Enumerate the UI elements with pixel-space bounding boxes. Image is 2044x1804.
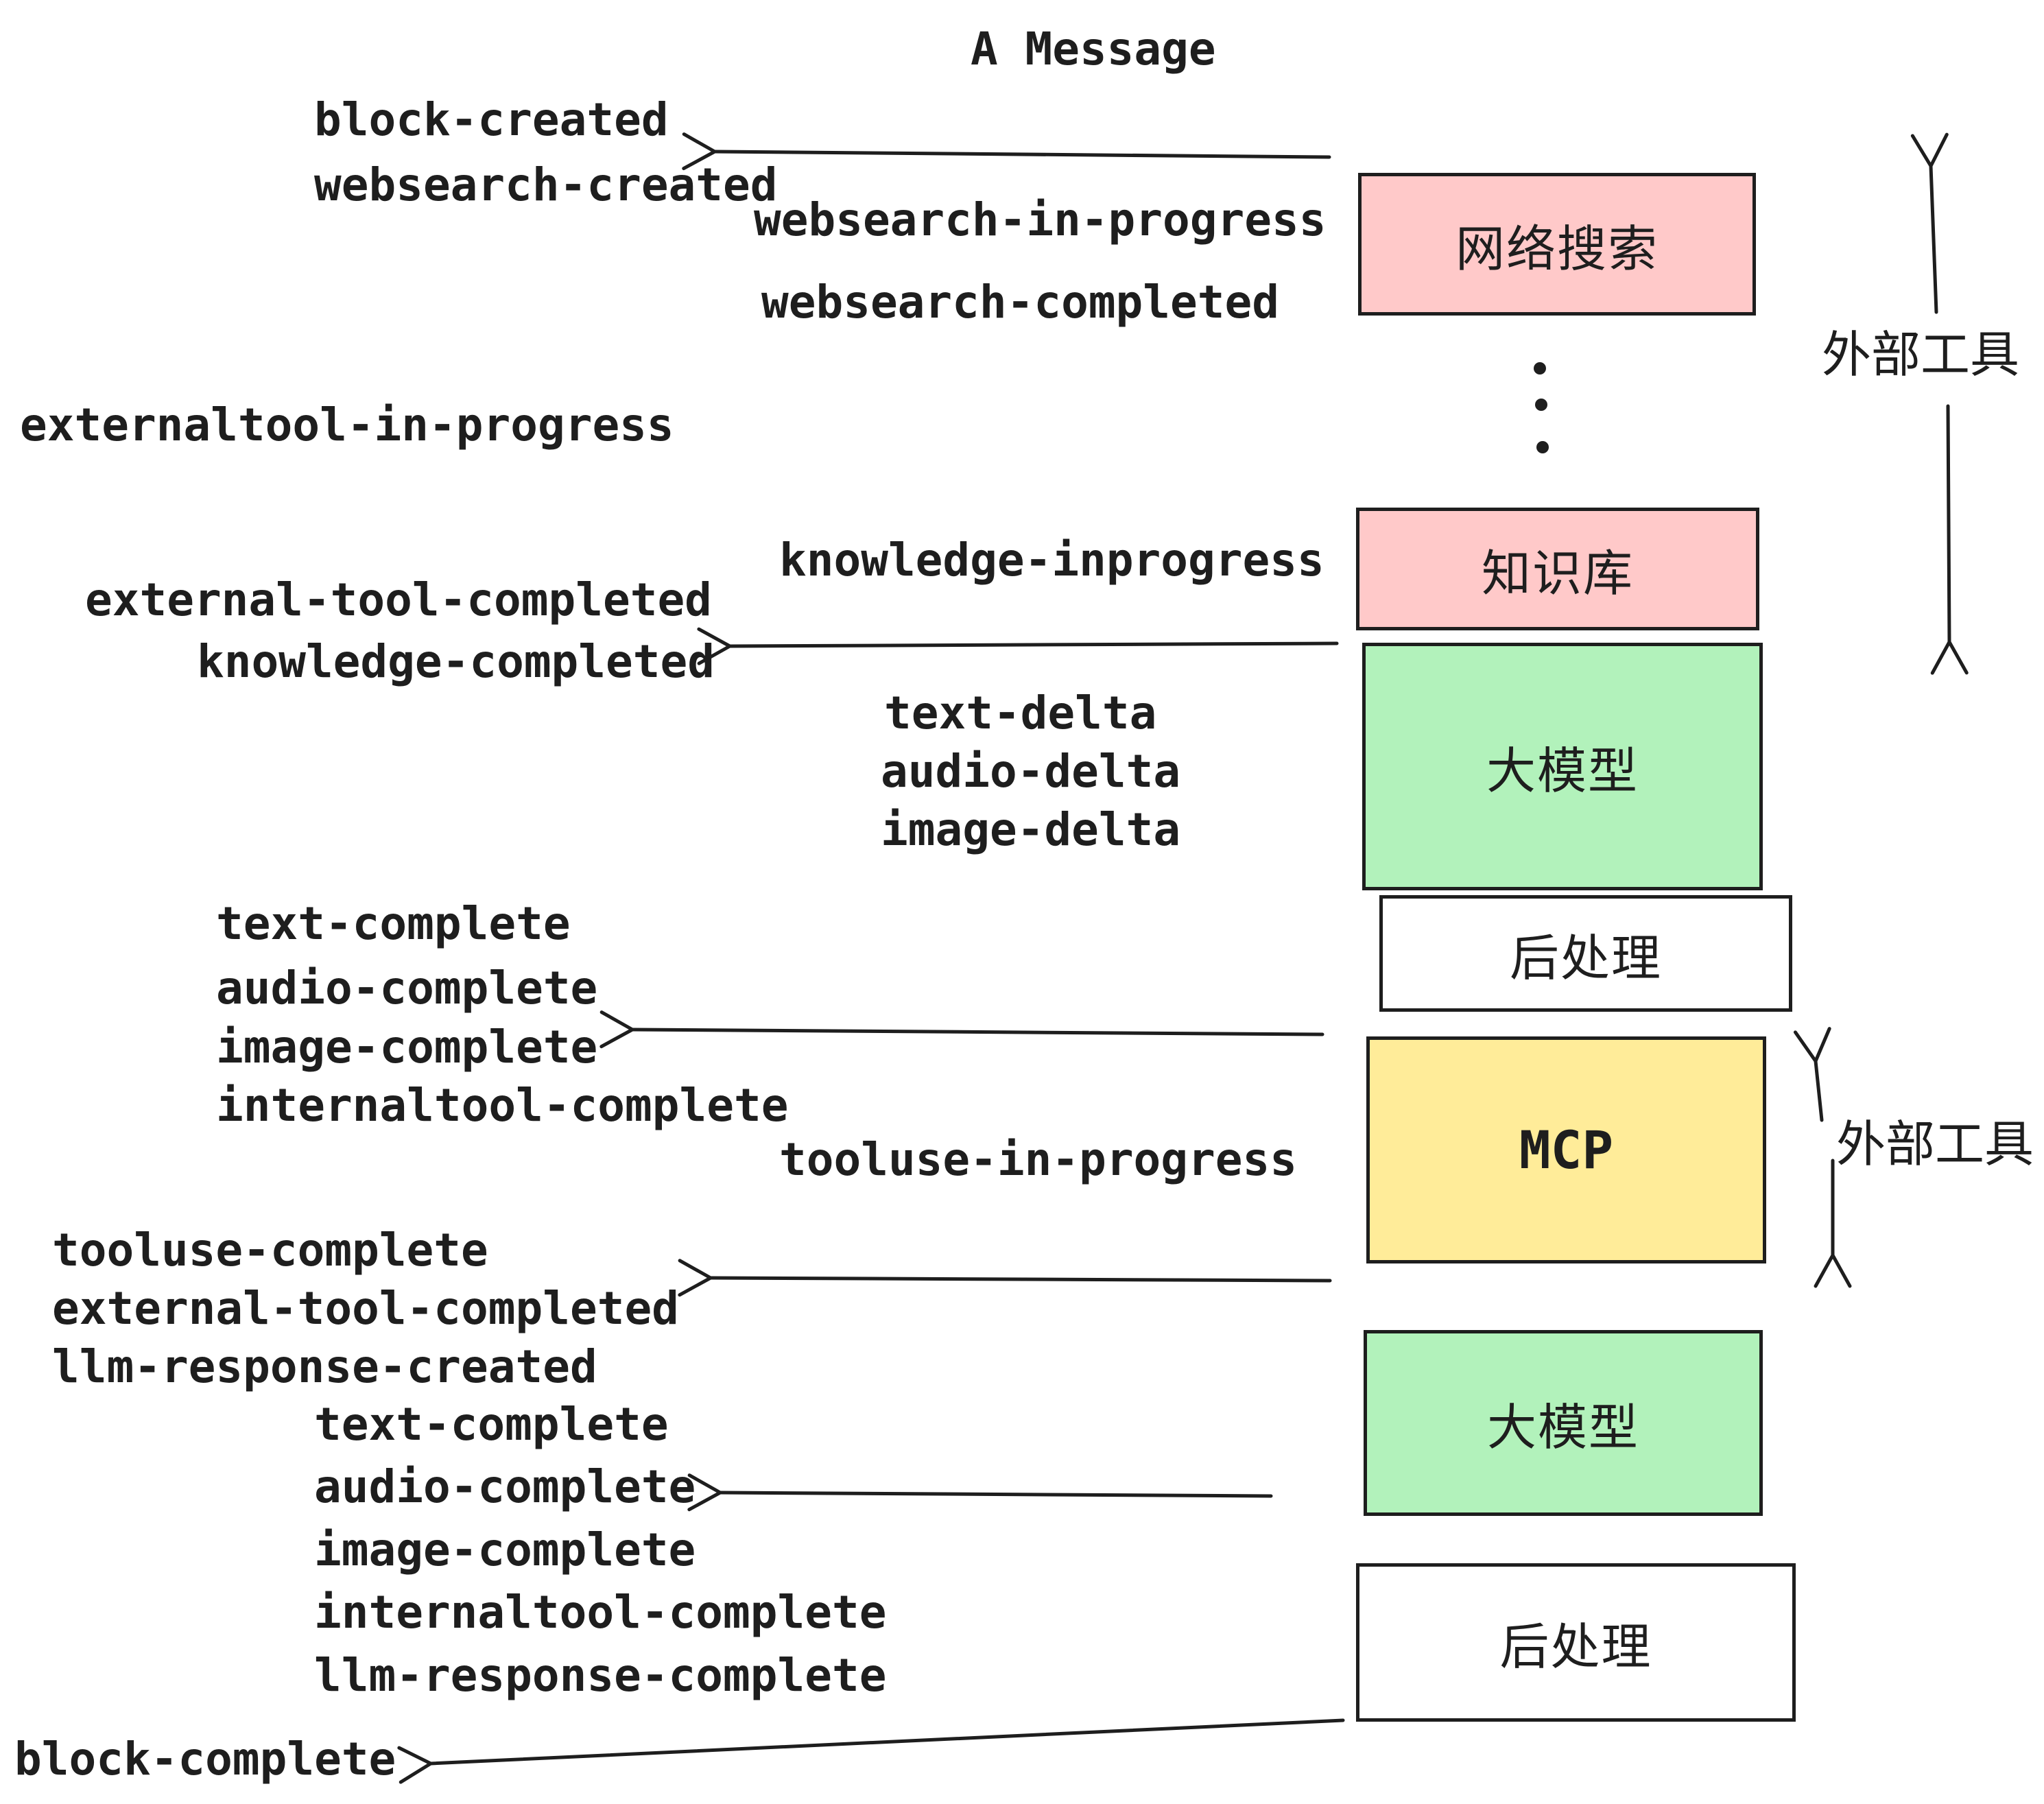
range-arrow-up-2 [1793, 1027, 1831, 1122]
box-websearch: 网络搜索 [1358, 173, 1756, 316]
event-llm-response-created: llm-response-created [52, 1340, 597, 1393]
event-websearch-created: websearch-created [314, 158, 778, 211]
ellipsis-dots-icon [1534, 362, 1549, 453]
event-websearch-in-progress: websearch-in-progress [754, 193, 1327, 246]
event-audio-complete-2: audio-complete [314, 1460, 696, 1513]
arrow-tooluse-complete [678, 1259, 1332, 1297]
event-knowledge-inprogress: knowledge-inprogress [779, 534, 1324, 586]
event-tooluse-complete: tooluse-complete [52, 1224, 488, 1277]
event-audio-delta-1: audio-delta [881, 745, 1181, 798]
event-internaltool-complete-2: internaltool-complete [314, 1586, 887, 1639]
event-image-delta-1: image-delta [881, 803, 1181, 856]
event-tooluse-in-progress: tooluse-in-progress [779, 1133, 1297, 1186]
box-llm-2-label: 大模型 [1486, 1399, 1639, 1456]
box-mcp-label: MCP [1519, 1119, 1614, 1180]
event-block-complete: block-complete [14, 1733, 396, 1785]
box-llm-1: 大模型 [1362, 643, 1763, 890]
box-postprocess-1: 后处理 [1379, 895, 1792, 1012]
event-knowledge-completed: knowledge-completed [197, 635, 715, 688]
event-llm-response-complete: llm-response-complete [314, 1649, 887, 1702]
event-image-complete-2: image-complete [314, 1523, 696, 1576]
event-externaltool-in-progress: externaltool-in-progress [20, 399, 674, 451]
event-text-delta-1: text-delta [884, 687, 1157, 739]
event-audio-complete-1: audio-complete [216, 962, 598, 1014]
arrow-knowledge-completed [697, 627, 1339, 665]
box-postprocess-2: 后处理 [1356, 1563, 1796, 1722]
arrow-audio-complete [687, 1473, 1273, 1512]
box-llm-1-label: 大模型 [1486, 742, 1639, 800]
box-websearch-label: 网络搜索 [1455, 219, 1659, 278]
event-internaltool-complete-1: internaltool-complete [216, 1079, 789, 1132]
event-websearch-completed: websearch-completed [761, 276, 1279, 329]
event-external-tool-completed-2: external-tool-completed [52, 1282, 679, 1335]
event-image-complete-1: image-complete [216, 1021, 598, 1073]
event-text-complete-2: text-complete [314, 1398, 669, 1451]
box-llm-2: 大模型 [1364, 1330, 1763, 1516]
range-arrow-down-1 [1930, 404, 1969, 675]
arrow-block-complete [397, 1718, 1345, 1784]
box-knowledge-label: 知识库 [1481, 545, 1634, 602]
box-postprocess-1-label: 后处理 [1509, 929, 1662, 987]
annotation-external-tools-2: 外部工具 [1836, 1115, 2034, 1173]
box-mcp: MCP [1366, 1036, 1766, 1263]
diagram-title: A Message [971, 23, 1216, 75]
box-postprocess-2-label: 后处理 [1499, 1618, 1652, 1676]
event-block-created: block-created [314, 93, 669, 146]
box-knowledge: 知识库 [1356, 508, 1759, 630]
arrow-image-complete [599, 1010, 1324, 1049]
range-arrow-up-1 [1910, 132, 1949, 314]
annotation-external-tools-1: 外部工具 [1822, 326, 2020, 383]
event-text-complete-1: text-complete [216, 897, 571, 950]
event-external-tool-completed-1: external-tool-completed [85, 573, 712, 626]
arrow-websearch-created [682, 132, 1331, 171]
